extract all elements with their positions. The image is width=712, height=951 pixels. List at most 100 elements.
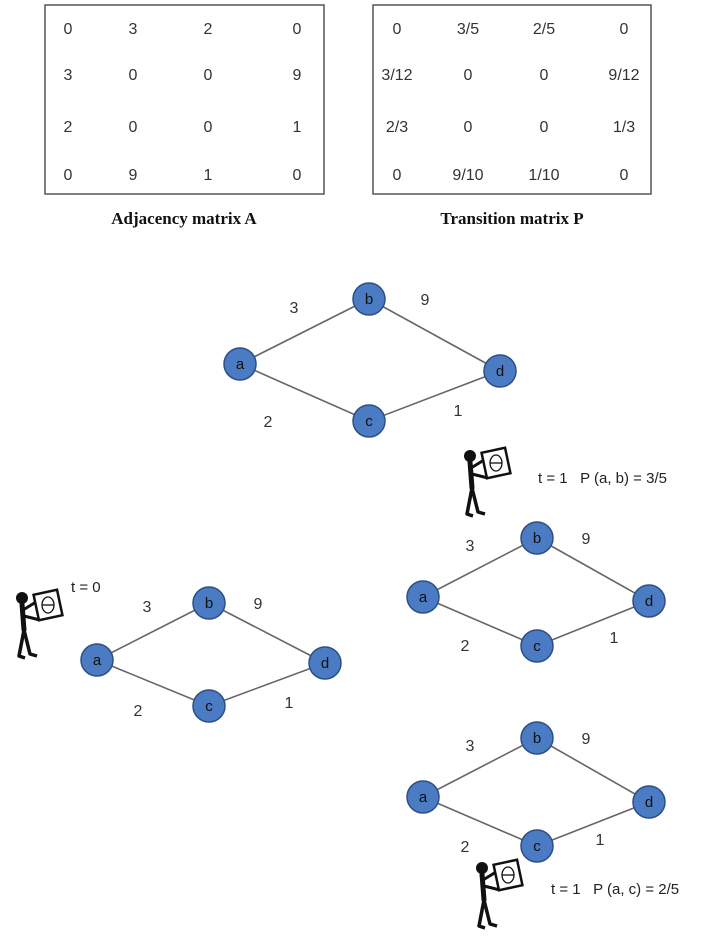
node-d: [308, 646, 342, 680]
edge-weight-a-b: 3: [143, 599, 152, 616]
matrix-cell: 1: [204, 167, 213, 184]
edge-a-c: [239, 363, 370, 422]
edge-weight-c-d: 1: [285, 695, 294, 712]
node-d: [632, 785, 666, 819]
node-d: [632, 584, 666, 618]
matrix-cell: 0: [620, 21, 629, 38]
node-b: [520, 721, 554, 755]
node-c: [520, 829, 554, 863]
edge-weight-b-d: 9: [254, 596, 263, 613]
walker-icons: [16, 446, 524, 930]
matrix-cell: 1: [293, 119, 302, 136]
matrix-cell: 0: [464, 67, 473, 84]
edge-weight-a-c: 2: [461, 638, 470, 655]
walker-icon: [476, 858, 524, 930]
edge-weight-a-b: 3: [466, 538, 475, 555]
node-label-b: b: [533, 730, 541, 747]
matrix-cell: 9/10: [452, 167, 483, 184]
transition-matrix-box: [372, 4, 652, 195]
matrix-cell: 0: [393, 21, 402, 38]
matrix-cell: 0: [204, 67, 213, 84]
node-label-b: b: [365, 291, 373, 308]
edge-a-c: [422, 796, 538, 847]
matrix-cell: 0: [540, 67, 549, 84]
node-b: [192, 586, 226, 620]
node-label-c: c: [205, 698, 213, 715]
node-label-a: a: [93, 652, 102, 669]
edge-b-d: [208, 602, 326, 664]
matrix-cell: 3/12: [381, 67, 412, 84]
matrix-cell: 9/12: [608, 67, 639, 84]
node-a: [406, 780, 440, 814]
matrix-cell: 0: [64, 167, 73, 184]
edge-a-b: [422, 737, 538, 798]
edge-weight-b-d: 9: [582, 531, 591, 548]
walker-icon: [464, 446, 512, 518]
node-label-a: a: [419, 789, 428, 806]
edge-b-d: [536, 737, 650, 803]
matrix-cell: 0: [464, 119, 473, 136]
edge-weight-c-d: 1: [596, 832, 605, 849]
matrix-cell: 3: [64, 67, 73, 84]
node-label-a: a: [236, 356, 245, 373]
matrix-cell: 3/5: [457, 21, 479, 38]
edge-weight-a-c: 2: [461, 839, 470, 856]
matrix-cell: 2/3: [386, 119, 408, 136]
node-b: [352, 282, 386, 316]
adjacency-matrix-caption: Adjacency matrix A: [111, 209, 257, 228]
edge-a-b: [239, 298, 370, 365]
node-d: [483, 354, 517, 388]
matrix-cell: 0: [64, 21, 73, 38]
node-label-b: b: [205, 595, 213, 612]
matrix-cell: 9: [293, 67, 302, 84]
matrix-cell: 9: [129, 167, 138, 184]
node-label-a: a: [419, 589, 428, 606]
edge-weight-c-d: 1: [610, 630, 619, 647]
matrix-cell: 0: [129, 67, 138, 84]
edge-weight-b-d: 9: [421, 292, 430, 309]
edge-c-d: [536, 801, 650, 847]
walker-icon: [16, 588, 64, 660]
node-label-d: d: [645, 794, 653, 811]
node-c: [352, 404, 386, 438]
matrix-cell: 1/10: [528, 167, 559, 184]
edge-weight-c-d: 1: [454, 403, 463, 420]
matrix-cell: 2: [204, 21, 213, 38]
node-label-d: d: [496, 363, 504, 380]
graph-t0-note: t = 0: [71, 579, 101, 596]
matrix-cell: 0: [620, 167, 629, 184]
edge-c-d: [368, 370, 501, 422]
graph-t1-ac: 3 9 2 1 a b c d: [406, 721, 666, 863]
edge-weight-b-d: 9: [582, 731, 591, 748]
node-label-c: c: [365, 413, 373, 430]
node-label-b: b: [533, 530, 541, 547]
matrix-cell: 3: [129, 21, 138, 38]
edge-weight-a-c: 2: [264, 414, 273, 431]
edge-a-c: [96, 659, 210, 707]
node-a: [80, 643, 114, 677]
graph-t1-ab-note: t = 1 P (a, b) = 3/5: [538, 470, 667, 487]
matrix-cell: 0: [540, 119, 549, 136]
edge-a-b: [422, 537, 538, 598]
adjacency-matrix-box: [44, 4, 325, 195]
graph-overview: 3 9 2 1 a b c d: [223, 282, 517, 438]
node-a: [406, 580, 440, 614]
node-label-c: c: [533, 838, 541, 855]
matrix-cell: 1/3: [613, 119, 635, 136]
transition-matrix-caption: Transition matrix P: [440, 209, 583, 228]
node-label-d: d: [645, 593, 653, 610]
matrix-cell: 2: [64, 119, 73, 136]
node-a: [223, 347, 257, 381]
edge-weight-a-b: 3: [290, 300, 299, 317]
node-label-d: d: [321, 655, 329, 672]
matrix-cell: 0: [293, 21, 302, 38]
edge-weight-a-b: 3: [466, 738, 475, 755]
edge-c-d: [536, 600, 650, 647]
edge-b-d: [368, 298, 501, 372]
